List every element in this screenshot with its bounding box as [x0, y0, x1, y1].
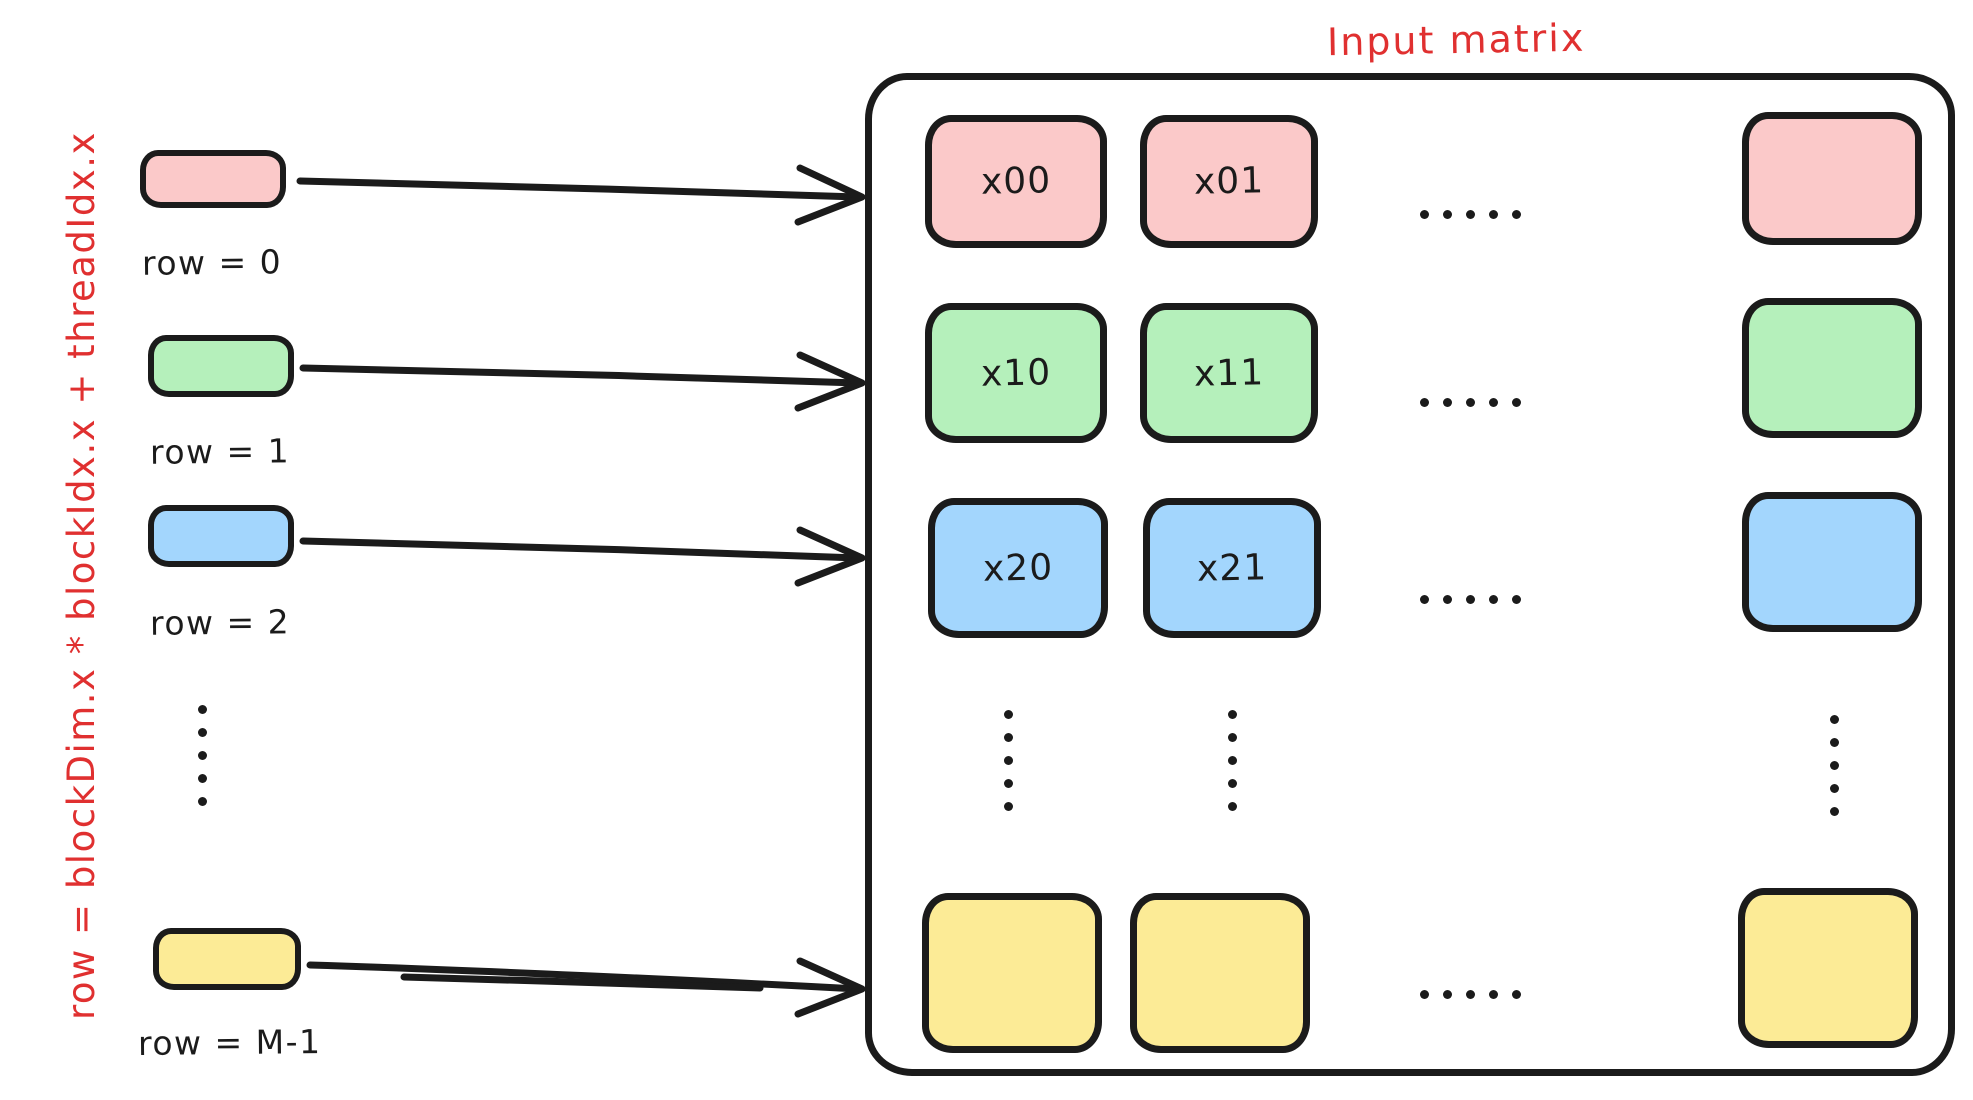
ellipsis-dot [1004, 802, 1013, 811]
col-last-vertical-ellipsis [1830, 715, 1839, 816]
arrow-row-2 [299, 526, 866, 587]
ellipsis-dot [198, 797, 207, 806]
matrix-cell-rowlast-0[interactable] [922, 893, 1102, 1053]
col-1-vertical-ellipsis [1228, 710, 1237, 811]
matrix-cell-x21[interactable]: x21 [1143, 498, 1321, 638]
ellipsis-dot [1443, 210, 1452, 219]
ellipsis-dot [1830, 807, 1839, 816]
page-title: Input matrix [1326, 15, 1586, 65]
row-0-horizontal-ellipsis [1420, 210, 1521, 219]
chip-row-0-label: row = 0 [141, 242, 283, 283]
ellipsis-dot [1228, 802, 1237, 811]
matrix-cell-x11-label: x11 [1193, 351, 1265, 395]
ellipsis-dot [1443, 398, 1452, 407]
ellipsis-dot [1228, 733, 1237, 742]
ellipsis-dot [1420, 595, 1429, 604]
ellipsis-dot [1466, 210, 1475, 219]
matrix-cell-x10-label: x10 [980, 351, 1052, 395]
matrix-cell-x20[interactable]: x20 [928, 498, 1108, 638]
chip-row-0[interactable] [140, 150, 286, 208]
ellipsis-dot [1512, 210, 1521, 219]
arrow-row-m1 [306, 957, 866, 1018]
ellipsis-dot [1489, 210, 1498, 219]
ellipsis-dot [1443, 990, 1452, 999]
row-index-formula: row = blockDim.x * blockIdx.x + threadId… [60, 131, 103, 1020]
chip-row-2-label: row = 2 [149, 602, 291, 643]
ellipsis-dot [198, 751, 207, 760]
ellipsis-dot [1489, 990, 1498, 999]
row-2-horizontal-ellipsis [1420, 595, 1521, 604]
arrow-row-1 [299, 351, 866, 412]
matrix-cell-x00[interactable]: x00 [925, 115, 1107, 248]
ellipsis-dot [198, 728, 207, 737]
chip-row-2[interactable] [148, 505, 294, 567]
matrix-cell-x00-label: x00 [980, 160, 1052, 203]
matrix-cell-rowlast-1[interactable] [1130, 893, 1310, 1053]
ellipsis-dot [1512, 595, 1521, 604]
ellipsis-dot [1489, 398, 1498, 407]
ellipsis-dot [1830, 738, 1839, 747]
col-0-vertical-ellipsis [1004, 710, 1013, 811]
matrix-cell-x21-label: x21 [1196, 546, 1268, 590]
chip-row-1-label: row = 1 [149, 431, 291, 472]
matrix-cell-x11[interactable]: x11 [1140, 303, 1318, 443]
ellipsis-dot [1228, 710, 1237, 719]
ellipsis-dot [1512, 398, 1521, 407]
ellipsis-dot [198, 774, 207, 783]
ellipsis-dot [1228, 756, 1237, 765]
matrix-cell-rowlast-last[interactable] [1738, 888, 1918, 1048]
ellipsis-dot [1228, 779, 1237, 788]
ellipsis-dot [1420, 398, 1429, 407]
chip-row-m1[interactable] [153, 928, 301, 990]
ellipsis-dot [1004, 710, 1013, 719]
ellipsis-dot [1420, 990, 1429, 999]
ellipsis-dot [1443, 595, 1452, 604]
matrix-cell-x10[interactable]: x10 [925, 303, 1107, 443]
ellipsis-dot [1466, 595, 1475, 604]
arrow-row-0 [296, 164, 866, 226]
ellipsis-dot [1004, 779, 1013, 788]
row-1-horizontal-ellipsis [1420, 398, 1521, 407]
ellipsis-dot [1489, 595, 1498, 604]
ellipsis-dot [1004, 756, 1013, 765]
legend-vertical-ellipsis [198, 705, 207, 806]
matrix-cell-x01-label: x01 [1193, 160, 1265, 203]
input-matrix-container [865, 73, 1955, 1076]
matrix-cell-x20-label: x20 [982, 546, 1054, 590]
matrix-cell-row1-last[interactable] [1742, 298, 1922, 438]
matrix-cell-x01[interactable]: x01 [1140, 115, 1318, 248]
chip-row-m1-label: row = M-1 [137, 1022, 322, 1063]
ellipsis-dot [198, 705, 207, 714]
row-last-horizontal-ellipsis [1420, 990, 1521, 999]
ellipsis-dot [1466, 398, 1475, 407]
matrix-cell-row2-last[interactable] [1742, 492, 1922, 632]
ellipsis-dot [1466, 990, 1475, 999]
ellipsis-dot [1830, 761, 1839, 770]
ellipsis-dot [1004, 733, 1013, 742]
ellipsis-dot [1512, 990, 1521, 999]
matrix-cell-row0-last[interactable] [1742, 112, 1922, 245]
ellipsis-dot [1830, 715, 1839, 724]
chip-row-1[interactable] [148, 335, 294, 397]
ellipsis-dot [1830, 784, 1839, 793]
ellipsis-dot [1420, 210, 1429, 219]
